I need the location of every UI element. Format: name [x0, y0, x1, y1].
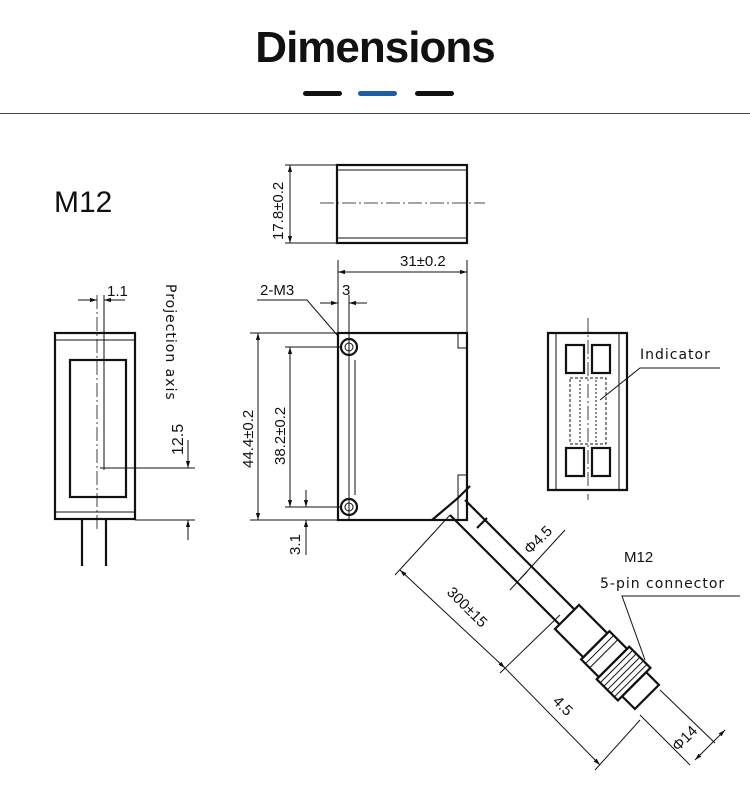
cable-diameter-label: Φ4.5 [521, 523, 556, 558]
cable-assembly [394, 485, 740, 771]
divider-dash-accent [358, 91, 397, 96]
bottom-offset-label: 3.1 [287, 534, 304, 555]
cable-length-label: 300±15 [443, 584, 490, 631]
front-view [250, 260, 469, 555]
indicator-label: Indicator [640, 347, 711, 363]
side-view [53, 295, 195, 566]
top-height-label: 17.8±0.2 [270, 182, 287, 240]
hole-spacing-label: 38.2±0.2 [272, 407, 289, 465]
front-width-label: 31±0.2 [400, 253, 446, 270]
connector-title: M12 [624, 549, 653, 566]
top-view [285, 163, 485, 245]
axis-height-label: 12.5 [170, 424, 187, 455]
rear-view [546, 318, 720, 500]
divider-dash-right [415, 91, 454, 96]
model-label: M12 [54, 186, 112, 219]
front-height-label: 44.4±0.2 [240, 410, 257, 468]
screw-label: 2-M3 [260, 282, 294, 299]
screw-offset-label: 3 [342, 282, 350, 299]
page-title: Dimensions [255, 23, 494, 72]
projection-axis-label: Projection axis [162, 284, 178, 401]
connector-length-label: 4.5 [549, 693, 576, 720]
side-offset-label: 1.1 [107, 283, 128, 300]
divider-dash-left [303, 91, 342, 96]
connector-diameter-label: Φ14 [669, 723, 701, 755]
connector-desc: 5-pin connector [600, 576, 725, 592]
